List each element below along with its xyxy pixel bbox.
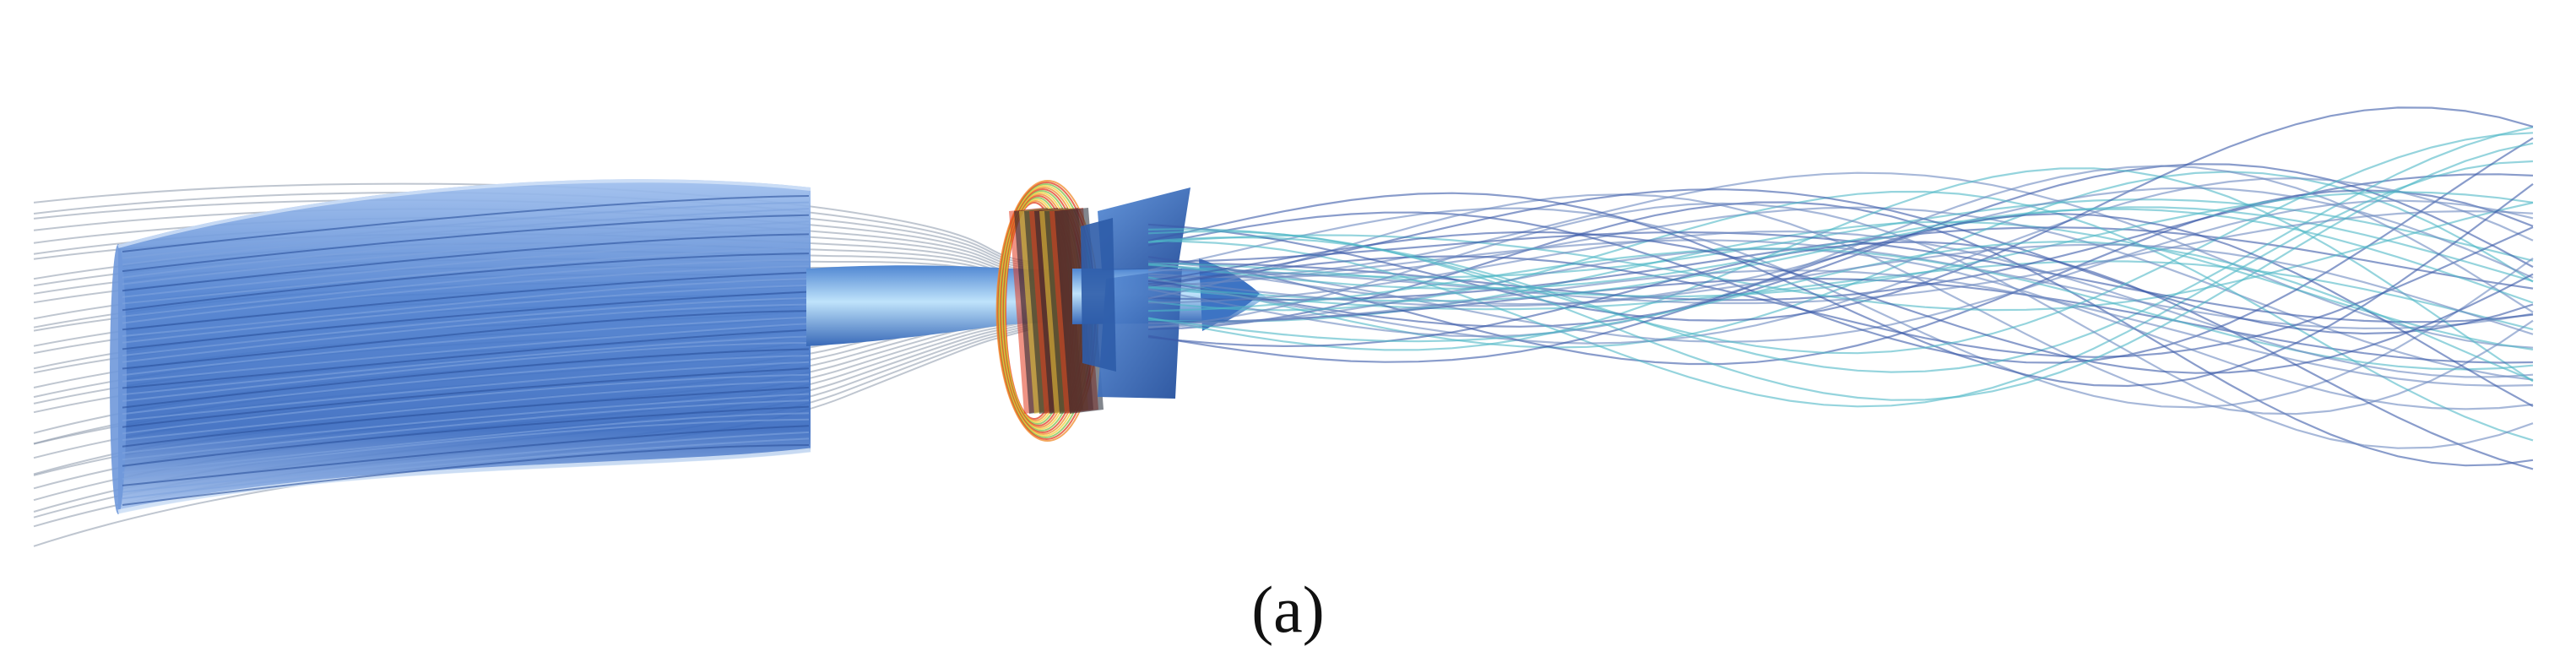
- wake-streamline: [1147, 230, 2534, 378]
- housing-streamline: [122, 310, 810, 370]
- housing-streamline: [122, 361, 810, 421]
- wake-streamline: [1147, 201, 2534, 312]
- housing-streamline: [122, 393, 810, 454]
- housing-streamline: [122, 278, 810, 337]
- figure-caption: (a): [1251, 573, 1325, 646]
- wake-streamline: [1147, 240, 2534, 382]
- inlet-housing: [110, 179, 811, 514]
- wake-streamlines: [1147, 106, 2534, 470]
- wake-streamline: [1147, 202, 2534, 449]
- runner-blade-left: [1081, 218, 1116, 372]
- housing-streamline: [122, 291, 810, 350]
- housing-streamline: [122, 220, 810, 279]
- housing-streamline: [122, 412, 810, 474]
- housing-streamline: [122, 316, 810, 377]
- wake-streamline: [1147, 260, 2534, 331]
- wake-streamline: [1147, 206, 2534, 381]
- wake-streamline: [1147, 213, 2534, 407]
- housing-streamline: [122, 335, 810, 396]
- wake-streamline: [1147, 163, 2534, 328]
- wake-streamline: [1147, 231, 2534, 374]
- wake-streamline: [1147, 241, 2534, 470]
- housing-streamline: [122, 342, 810, 402]
- housing-inlet-face: [110, 244, 127, 514]
- housing-streamline: [122, 201, 810, 259]
- runner-blade-front: [1098, 269, 1182, 399]
- wake-streamline: [1147, 208, 2534, 304]
- runner-blade-top: [1098, 187, 1190, 270]
- housing-streamline: [122, 355, 810, 415]
- wake-streamline: [1147, 137, 2534, 364]
- wake-streamline: [1147, 225, 2534, 358]
- housing-streamline: [122, 380, 810, 442]
- housing-streamline: [122, 348, 810, 409]
- housing-top-highlight: [117, 179, 811, 248]
- housing-streamline: [122, 258, 810, 318]
- wake-streamline: [1147, 126, 2534, 373]
- housing-streamline: [122, 405, 810, 467]
- wake-streamline: [1147, 243, 2534, 335]
- housing-streamline: [122, 418, 810, 481]
- housing-streamline: [122, 284, 810, 344]
- housing-surface-streamlines: [122, 195, 810, 506]
- housing-streamline: [122, 208, 810, 266]
- housing-streamline: [122, 444, 810, 506]
- housing-streamline: [122, 425, 810, 486]
- housing-streamline: [122, 233, 810, 292]
- housing-streamline: [122, 195, 810, 253]
- housing-streamline: [122, 386, 810, 448]
- housing-streamline: [122, 437, 810, 500]
- housing-streamline: [122, 303, 810, 363]
- wake-streamline: [1147, 177, 2534, 345]
- housing-streamline: [122, 265, 810, 324]
- housing-streamline: [122, 239, 810, 298]
- housing-streamline: [122, 399, 810, 461]
- turbine-streamline-figure: [33, 106, 2534, 547]
- housing-body: [118, 179, 811, 514]
- wake-streamline: [1147, 207, 2534, 409]
- wake-streamline: [1147, 142, 2534, 401]
- housing-streamline: [122, 246, 810, 305]
- runner: [1072, 187, 1266, 399]
- housing-streamline: [122, 226, 810, 285]
- housing-streamline: [122, 373, 810, 435]
- wake-streamline: [1147, 239, 2534, 330]
- wake-streamline: [1147, 183, 2534, 388]
- housing-streamline: [122, 367, 810, 428]
- housing-streamline: [122, 297, 810, 357]
- wake-streamline: [1147, 247, 2534, 410]
- housing-streamline: [122, 214, 810, 273]
- wake-streamline: [1147, 277, 2534, 364]
- wake-streamline: [1147, 160, 2534, 408]
- housing-streamline: [122, 329, 810, 389]
- housing-streamline: [122, 253, 810, 312]
- housing-streamline: [122, 271, 810, 331]
- housing-streamline: [122, 323, 810, 383]
- housing-streamline: [122, 431, 810, 493]
